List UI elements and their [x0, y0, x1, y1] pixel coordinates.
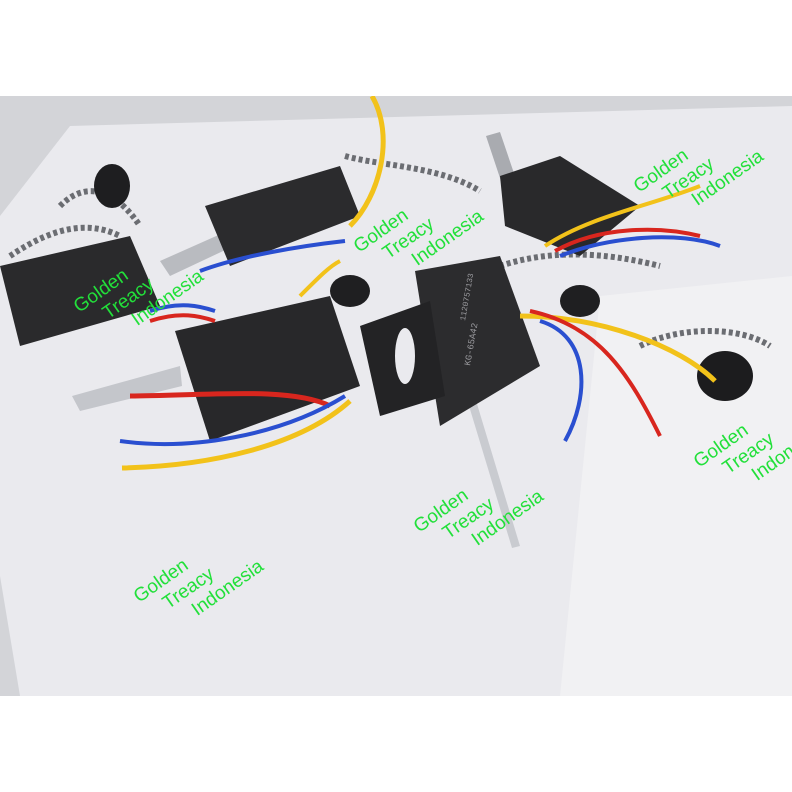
braided-cord [499, 251, 661, 269]
rubber-cap [94, 164, 130, 208]
red-wire [129, 391, 332, 409]
braided-cord [8, 224, 122, 259]
yellow-wire [121, 399, 352, 471]
product-photo: KG-65A42 1120757133 [0, 96, 792, 696]
switch-body [0, 236, 160, 346]
blue-wire [199, 239, 346, 273]
switch-body [205, 166, 360, 266]
red-wire [529, 309, 662, 437]
rubber-cap [330, 275, 370, 307]
yellow-wire [298, 259, 341, 298]
rubber-cap [697, 351, 753, 401]
blue-wire [539, 319, 584, 442]
yellow-wire [348, 96, 386, 228]
metal-bracket [72, 366, 182, 411]
braided-cord [344, 153, 482, 194]
red-wire [554, 227, 701, 253]
switch-body [415, 256, 540, 426]
metal-rod [466, 394, 520, 548]
red-wire [149, 313, 216, 323]
switch-body [175, 296, 360, 441]
braided-cord [57, 188, 143, 228]
blue-wire [119, 394, 347, 446]
yellow-wire [543, 184, 701, 248]
blue-wire [559, 235, 721, 258]
blue-wire [149, 303, 216, 313]
switch-body [500, 156, 640, 256]
rubber-cap [560, 285, 600, 317]
